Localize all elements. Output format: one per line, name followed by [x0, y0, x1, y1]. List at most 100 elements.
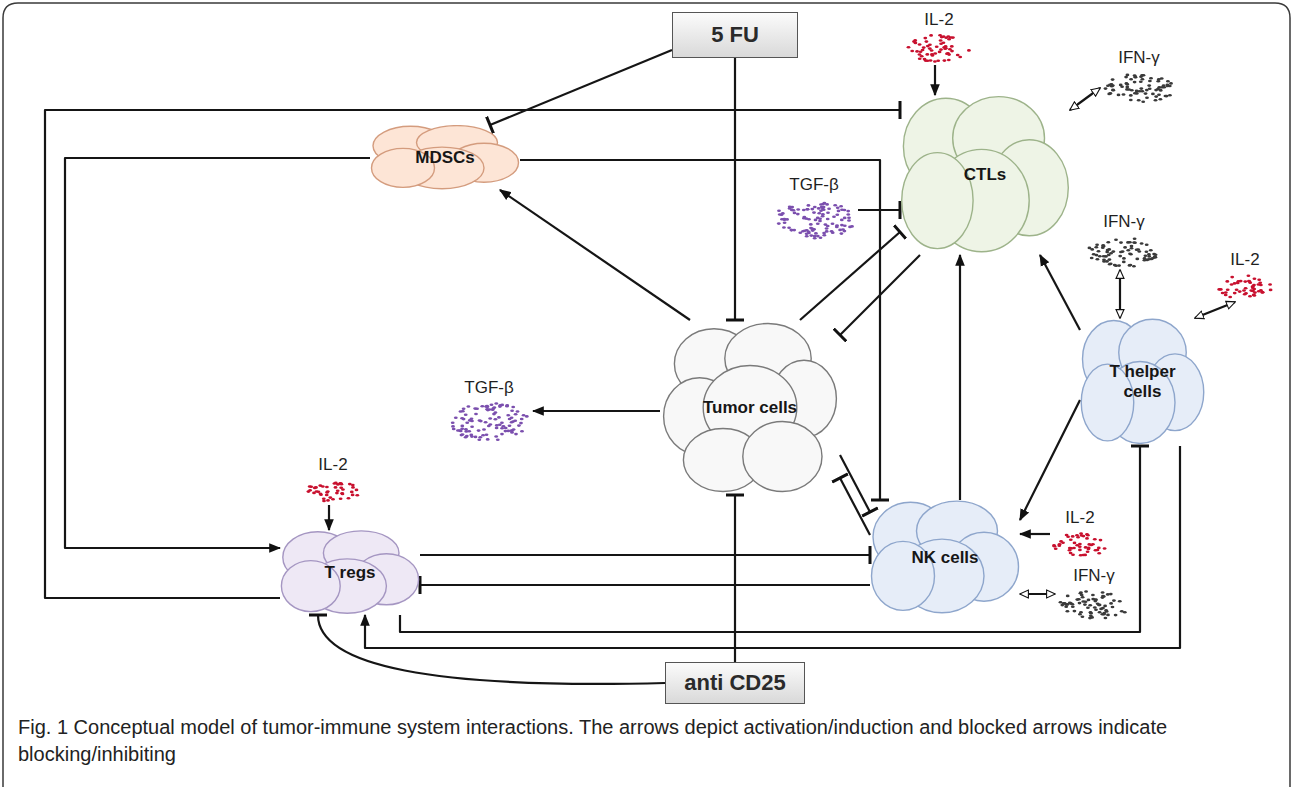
cytokine-dot	[470, 417, 474, 420]
cytokine-dot	[943, 59, 947, 62]
cytokine-dot	[1149, 249, 1153, 252]
cytokine-dot	[1085, 533, 1089, 536]
cytokine-dot	[1221, 292, 1225, 295]
cytokine-dot	[1219, 288, 1223, 291]
cytokine-dot	[1118, 255, 1122, 258]
cytokine-dot	[825, 203, 829, 206]
cytokine-dot	[1104, 609, 1108, 612]
cytokine-dot	[925, 53, 929, 56]
cytokine-dot	[1230, 276, 1234, 279]
cytokine-dot	[1106, 84, 1110, 87]
cytokine: TGF-β	[770, 175, 858, 243]
cytokine-dot	[1095, 244, 1099, 247]
cytokine-dot	[326, 490, 330, 493]
cytokine-dot	[809, 234, 813, 237]
cytokine-dot	[777, 222, 781, 225]
treatment-box: 5 FU	[672, 12, 798, 58]
cytokine-dot	[484, 405, 488, 408]
cytokine-dot	[496, 439, 500, 442]
cytokine-dot	[924, 59, 928, 62]
cytokine-dot	[1089, 611, 1093, 614]
cytokine-dot	[1089, 615, 1093, 618]
cytokine-dot	[462, 408, 466, 411]
cytokine-label: IFN-γ	[1055, 566, 1133, 586]
cytokine-dot	[1088, 247, 1092, 250]
cytokine-dot	[1078, 545, 1082, 548]
cytokine-dot	[519, 422, 523, 425]
cytokine-dot	[950, 45, 954, 48]
cytokine-dot	[1092, 253, 1096, 256]
cytokine-dot	[1106, 614, 1110, 617]
cytokine-dot	[1165, 95, 1169, 98]
cytokine-dot	[839, 205, 843, 208]
cytokine-dot	[1078, 549, 1082, 552]
cytokine-dot	[339, 497, 343, 500]
text-group: T regs	[324, 563, 375, 583]
cytokine-dot	[819, 203, 823, 206]
cytokine-dot	[1052, 544, 1056, 547]
cytokine-dot	[942, 42, 946, 45]
cytokine-dot	[1140, 74, 1144, 77]
cytokine-dot	[1069, 552, 1073, 555]
cytokine-dot	[1129, 78, 1133, 81]
cytokine-dot	[308, 489, 312, 492]
cytokine-dot	[1151, 93, 1155, 96]
cytokine-dot	[933, 52, 937, 55]
cytokine-dot	[943, 48, 947, 51]
cytokine-dot	[958, 56, 962, 59]
cytokine-dot	[1054, 548, 1058, 551]
text-group: IFN-γ	[1100, 48, 1178, 68]
cytokine-dot	[1101, 595, 1105, 598]
cytokine-dot	[1109, 593, 1113, 596]
cytokine-dot	[500, 433, 504, 436]
cytokine-dot	[317, 490, 321, 493]
cytokine-dot	[1125, 82, 1129, 85]
cytokine-dot	[1133, 242, 1137, 245]
cytokine-dot	[1247, 280, 1251, 283]
cytokine-dot	[1089, 612, 1093, 615]
cytokine-dot	[1090, 257, 1094, 260]
cytokine: IL-2	[905, 10, 973, 65]
cytokine-dot	[1154, 95, 1158, 98]
cytokine-dot	[464, 436, 468, 439]
cytokine-dot	[1139, 87, 1143, 90]
cytokine-dot	[1138, 90, 1142, 93]
cytokine-dot	[1097, 552, 1101, 555]
inhibition-line	[840, 255, 920, 335]
cytokine-dot	[514, 433, 518, 436]
cytokine-dot	[1068, 549, 1072, 552]
cytokine-dot	[477, 438, 481, 441]
cytokine-dot	[840, 219, 844, 222]
cytokine-dot	[334, 482, 338, 485]
cytokine-dot	[843, 224, 847, 227]
cytokine-dot	[494, 418, 498, 421]
inhibition-line	[45, 110, 900, 598]
cytokine-dot	[456, 429, 460, 432]
frame-line	[3, 3, 1290, 787]
text-group: IFN-γ	[1085, 212, 1163, 232]
cytokine-dot	[843, 217, 847, 220]
cytokine-dot	[790, 206, 794, 209]
cytokine-dot	[1137, 99, 1141, 102]
activation-arrow	[65, 158, 370, 548]
cytokine-dot	[840, 208, 844, 211]
cytokine-dots	[1055, 588, 1133, 622]
cytokine-dot	[451, 425, 455, 428]
cytokine-dot	[783, 222, 787, 225]
cytokine-dot	[1101, 607, 1105, 610]
cytokine-dot	[1084, 590, 1088, 593]
cytokine-dot	[334, 486, 338, 489]
cytokine-dot	[930, 49, 934, 52]
cytokine-dot	[1076, 536, 1080, 539]
cytokine-dot	[1071, 535, 1075, 538]
inhibition-line	[840, 478, 870, 535]
cytokine-dot	[806, 208, 810, 211]
cytokine-exchange	[1119, 270, 1121, 318]
cytokine-dot	[308, 485, 312, 488]
cytokine-dot	[1122, 257, 1126, 260]
cytokine-dot	[819, 210, 823, 213]
cytokine-label: IFN-γ	[1100, 48, 1178, 68]
cytokine-dot	[792, 209, 796, 212]
cytokine-dot	[1129, 253, 1133, 256]
cytokine-dot	[1140, 242, 1144, 245]
